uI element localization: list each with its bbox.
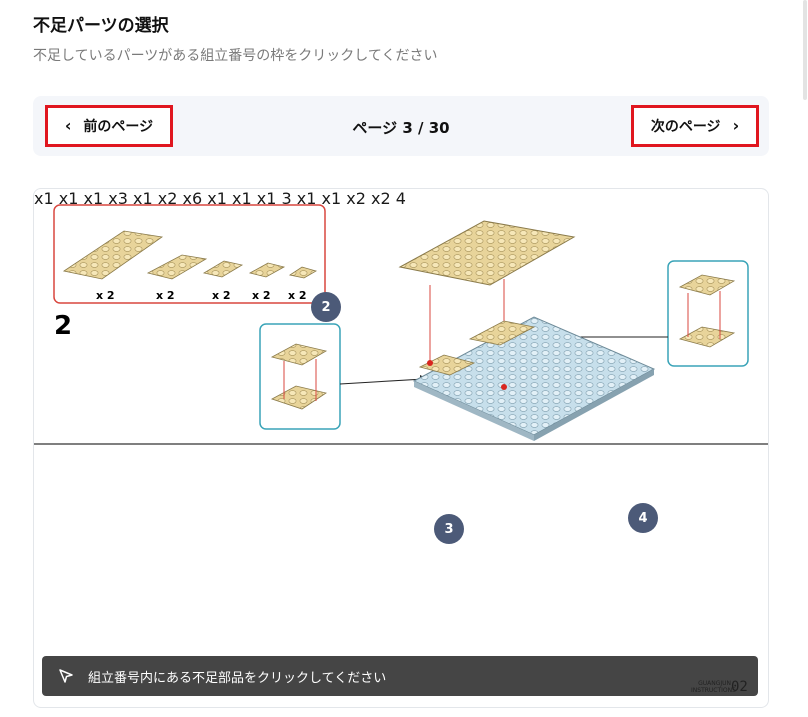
part-qty-label: x1 xyxy=(34,189,54,208)
next-page-button[interactable]: 次のページ › xyxy=(631,105,759,147)
part-qty-label: x 2 xyxy=(212,289,231,302)
step-2-frame[interactable]: x 2 x 2 x 2 x 2 x 2 2 xyxy=(53,204,749,441)
part-qty-label: x1 xyxy=(232,189,252,208)
part-qty-label: x2 xyxy=(346,189,366,208)
step-number: 4 xyxy=(395,189,406,208)
chevron-right-icon: › xyxy=(732,116,740,135)
chevron-left-icon: ‹ xyxy=(64,116,72,135)
step-4-frame[interactable]: x1 x1 x2 x2 4 xyxy=(297,189,406,208)
part-qty-label: x1 xyxy=(321,189,342,208)
part-plate-tiny[interactable] xyxy=(288,266,318,279)
hint-toast: 組立番号内にある不足部品をクリックしてください xyxy=(42,656,758,696)
part-qty-label: x1 xyxy=(133,189,153,208)
page-title: 不足パーツの選択 xyxy=(33,16,169,36)
part-qty-label: x3 xyxy=(108,189,128,208)
part-qty-label: x1 xyxy=(83,189,104,208)
step-badge-2[interactable]: 2 xyxy=(311,292,341,322)
hint-text: 組立番号内にある不足部品をクリックしてください xyxy=(88,670,387,686)
part-qty-label: x 2 xyxy=(288,289,307,302)
prev-page-label: 前のページ xyxy=(83,119,154,135)
page-navigation: ‹ 前のページ ページ 3 / 30 次のページ › xyxy=(33,96,769,156)
page-scrollbar[interactable] xyxy=(802,0,808,100)
part-plate-small-a[interactable] xyxy=(202,260,244,278)
cursor-arrow-icon xyxy=(59,669,73,683)
next-page-label: 次のページ xyxy=(650,119,721,135)
part-qty-label: x1 xyxy=(296,189,317,208)
part-qty-label: x2 xyxy=(157,189,178,208)
page-indicator: ページ 3 / 30 xyxy=(352,119,450,137)
step-number: 2 xyxy=(54,311,72,341)
part-qty-label: x1 xyxy=(207,189,227,208)
part-qty-label: x1 xyxy=(256,189,277,208)
step-2-parts-box[interactable] xyxy=(53,204,326,304)
part-qty-label: x 2 xyxy=(156,289,175,302)
prev-page-button[interactable]: ‹ 前のページ xyxy=(45,105,173,147)
manual-page-number: 02 xyxy=(731,679,748,695)
part-qty-label: x 2 xyxy=(96,289,115,302)
tan-plate-top[interactable] xyxy=(398,220,576,286)
step-4-parts-box[interactable]: x1 x1 x2 x2 4 xyxy=(297,189,406,208)
part-qty-label: x6 xyxy=(182,189,203,208)
step-3-frame[interactable]: x1 x1 x1 x3 x1 x2 x6 x1 x1 x1 3 xyxy=(34,189,297,208)
part-qty-label: x1 xyxy=(58,189,79,208)
page-subtitle: 不足しているパーツがある組立番号の枠をクリックしてください xyxy=(33,48,438,64)
part-qty-label: x2 xyxy=(371,189,391,208)
step-number: 3 xyxy=(281,189,292,208)
part-plate-medium[interactable] xyxy=(146,254,208,280)
step-badge-4[interactable]: 4 xyxy=(628,503,658,533)
step-badge-3[interactable]: 3 xyxy=(434,514,464,544)
part-plate-large[interactable] xyxy=(62,230,164,280)
instruction-page-image: x 2 x 2 x 2 x 2 x 2 2 xyxy=(34,204,768,445)
callout-box xyxy=(259,323,341,430)
page-scrollbar-thumb[interactable] xyxy=(803,0,807,100)
part-plate-small-b[interactable] xyxy=(248,262,286,278)
brand-mark: GUANGJUN INSTRUCTIONS xyxy=(691,680,736,694)
part-qty-label: x 2 xyxy=(252,289,271,302)
step-3-parts-box[interactable]: x1 x1 x1 x3 x1 x2 x6 x1 x1 x1 3 xyxy=(34,189,297,208)
blue-base-plate[interactable] xyxy=(412,316,656,436)
instruction-page-viewer: x 2 x 2 x 2 x 2 x 2 2 xyxy=(33,188,769,708)
callout-box xyxy=(667,260,749,367)
